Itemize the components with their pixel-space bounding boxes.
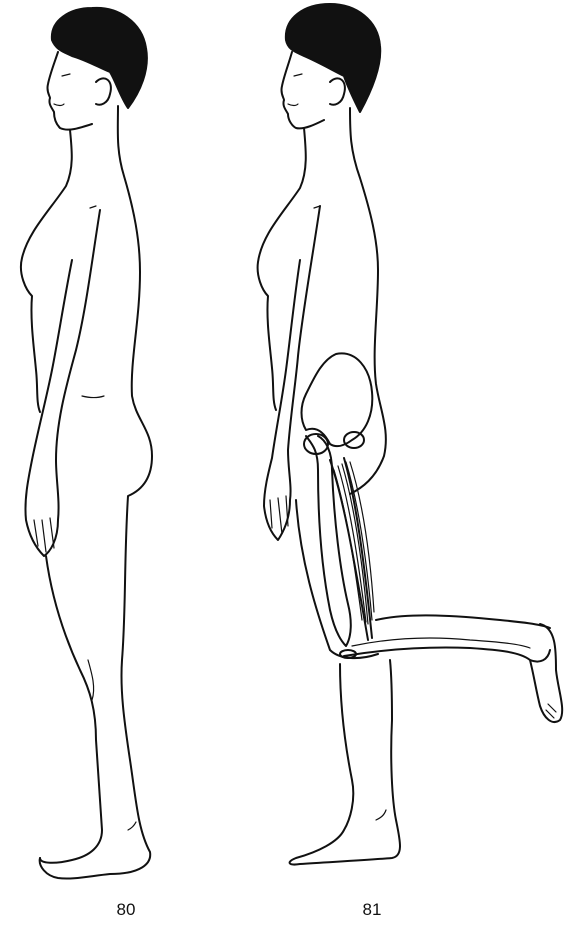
figure-80-front — [21, 130, 72, 412]
figure-81-pelvis — [302, 353, 373, 446]
figure-80-face — [47, 52, 92, 130]
figure-80-label: 80 — [96, 900, 156, 920]
figure-81-tibia — [352, 638, 530, 648]
figure-81-hip-joint — [344, 432, 364, 448]
figure-81-hair — [286, 4, 380, 112]
figure-81-back — [350, 108, 386, 494]
figure-80-leg-front — [40, 556, 102, 863]
standing-figure — [21, 8, 152, 879]
knee-flexion-figure — [258, 4, 563, 865]
figure-81-label: 81 — [342, 900, 402, 920]
figure-81-hamstring-muscle — [330, 458, 374, 640]
figure-81-femur — [306, 436, 351, 646]
figure-80-hair — [52, 8, 147, 108]
figure-80-back — [40, 106, 152, 879]
figure-81-standing-leg — [290, 660, 400, 865]
figure-81-raised-foot — [530, 624, 562, 722]
